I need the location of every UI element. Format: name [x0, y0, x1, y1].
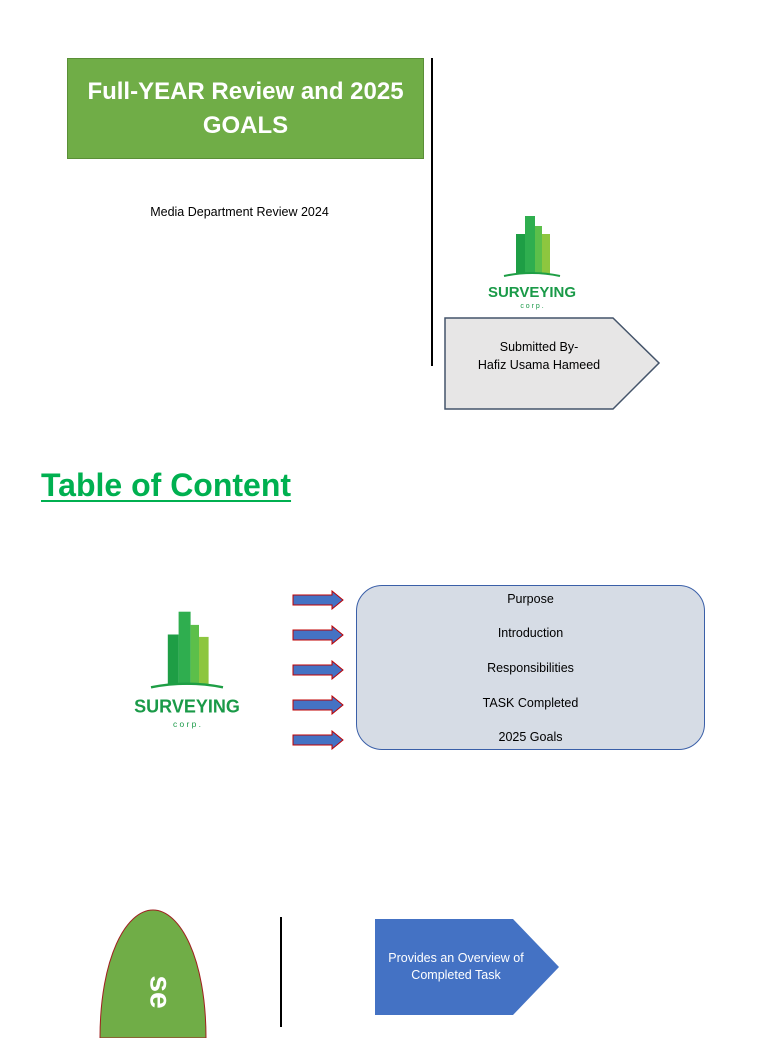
pentagon-arrow-icon	[375, 919, 559, 1015]
building-logo-icon: SURVEYING c o r p .	[488, 216, 576, 310]
toc-item-purpose: Purpose	[507, 592, 554, 606]
toc-box	[356, 585, 705, 750]
pentagon-arrow-icon	[444, 317, 661, 410]
right-arrow-icon	[292, 730, 344, 750]
toc-item-introduction: Introduction	[497, 626, 564, 640]
toc-item-2025-goals: 2025 Goals	[498, 730, 563, 744]
logo-name: SURVEYING	[134, 697, 240, 717]
toc-item-task-completed: TASK Completed	[482, 696, 579, 710]
overview-shape	[375, 919, 561, 1015]
logo-tagline: c o r p .	[520, 303, 543, 310]
purpose-label: se	[120, 960, 200, 1024]
right-arrow-icon	[292, 625, 344, 645]
document-subtitle: Media Department Review 2024	[150, 205, 329, 219]
purpose-oval	[96, 908, 210, 1039]
logo-name: SURVEYING	[488, 284, 576, 301]
right-arrow-icon	[292, 660, 344, 680]
right-arrow-icon	[292, 590, 344, 610]
vertical-divider	[280, 917, 282, 1027]
vertical-divider	[431, 58, 433, 366]
submitted-by-name: Hafiz Usama Hameed	[477, 358, 601, 372]
toc-item-responsibilities: Responsibilities	[487, 661, 574, 675]
right-arrow-icon	[292, 695, 344, 715]
document-title: Full-YEAR Review and 2025 GOALS	[67, 58, 424, 159]
company-logo: SURVEYING c o r p .	[482, 212, 582, 312]
submitted-by-shape	[443, 316, 661, 411]
oval-shape-icon	[99, 909, 207, 1039]
purpose-label-text: se	[144, 975, 177, 1009]
company-logo: SURVEYING c o r p .	[127, 608, 247, 733]
overview-text: Provides an Overview of Completed Task	[388, 951, 524, 982]
submitted-by-text: Submitted By- Hafiz Usama Hameed	[459, 338, 619, 374]
toc-heading: Table of Content	[41, 467, 292, 503]
building-logo-icon: SURVEYING c o r p .	[134, 611, 240, 729]
submitted-by-label: Submitted By-	[499, 340, 579, 354]
logo-tagline: c o r p .	[173, 719, 201, 729]
